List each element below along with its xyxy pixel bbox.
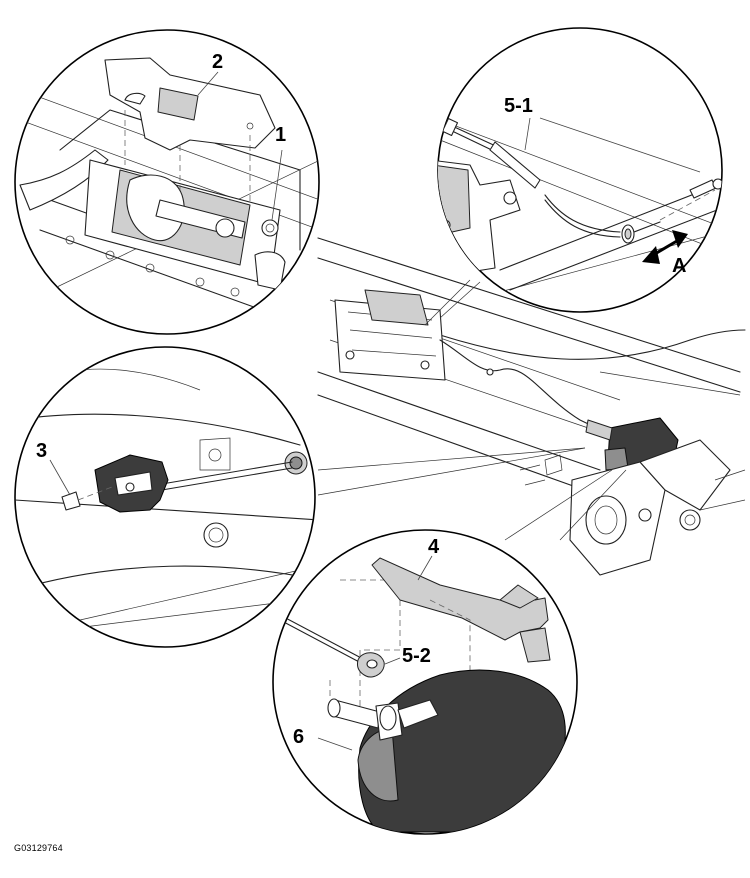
callout-2: 2 <box>212 51 223 73</box>
inset-middle-left <box>14 346 316 648</box>
inset-bottom-right <box>272 529 578 835</box>
callout-6: 6 <box>293 726 304 748</box>
callout-5-1: 5-1 <box>504 95 533 117</box>
callout-3: 3 <box>36 440 47 462</box>
callout-A: A <box>672 255 686 277</box>
callout-4: 4 <box>428 536 440 558</box>
inset-top-left <box>14 29 320 335</box>
figure-id: G03129764 <box>14 843 63 853</box>
main-assembly-view <box>317 237 746 576</box>
callout-1: 1 <box>275 124 286 146</box>
callout-5-2: 5-2 <box>402 645 431 667</box>
